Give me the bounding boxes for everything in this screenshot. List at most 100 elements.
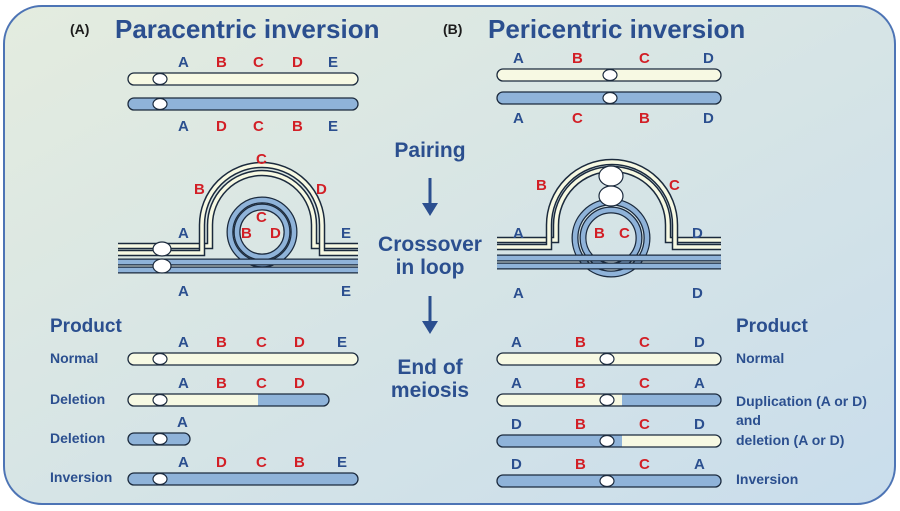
svg-text:Inversion: Inversion bbox=[736, 471, 798, 487]
step-crossover: Crossover bbox=[378, 233, 482, 256]
svg-text:C: C bbox=[253, 54, 264, 71]
panel-a-bottom-chromosome: A D C B E bbox=[127, 97, 359, 135]
step-end-of-meiosis: End of bbox=[397, 356, 463, 379]
svg-text:E: E bbox=[328, 54, 338, 71]
svg-text:B: B bbox=[241, 225, 252, 242]
svg-text:A: A bbox=[178, 225, 189, 242]
panel-a-product-normal: Normal A B C D E bbox=[50, 334, 359, 366]
svg-text:D: D bbox=[703, 50, 714, 67]
svg-text:B: B bbox=[575, 375, 586, 392]
svg-text:E: E bbox=[341, 283, 351, 300]
panel-b-product-heading: Product bbox=[736, 316, 808, 337]
svg-text:deletion (A or D): deletion (A or D) bbox=[736, 432, 844, 448]
svg-text:A: A bbox=[178, 54, 189, 71]
svg-text:B: B bbox=[575, 416, 586, 433]
svg-text:Normal: Normal bbox=[50, 350, 98, 366]
svg-text:B: B bbox=[292, 118, 303, 135]
svg-text:A: A bbox=[513, 110, 524, 127]
svg-text:Normal: Normal bbox=[736, 350, 784, 366]
svg-text:C: C bbox=[669, 177, 680, 194]
svg-text:D: D bbox=[511, 456, 522, 473]
panel-a-product-deletion-2: Deletion A bbox=[50, 414, 191, 446]
svg-text:D: D bbox=[703, 110, 714, 127]
svg-text:D: D bbox=[692, 285, 703, 302]
svg-text:A: A bbox=[513, 225, 524, 242]
svg-text:D: D bbox=[292, 54, 303, 71]
panel-a-inversion-loop: C B D A E C B D A E bbox=[118, 151, 358, 300]
svg-text:E: E bbox=[341, 225, 351, 242]
svg-text:C: C bbox=[256, 375, 267, 392]
svg-text:C: C bbox=[639, 375, 650, 392]
svg-text:D: D bbox=[216, 454, 227, 471]
svg-text:C: C bbox=[572, 110, 583, 127]
panel-a-product-inversion: Inversion A D C B E bbox=[50, 454, 359, 486]
svg-text:B: B bbox=[639, 110, 650, 127]
panel-b-product-duplication-1: A B C A bbox=[496, 375, 722, 407]
svg-text:B: B bbox=[216, 334, 227, 351]
panel-b-product-duplication-2: D B C D bbox=[496, 416, 722, 448]
svg-text:A: A bbox=[178, 334, 189, 351]
svg-text:A: A bbox=[513, 50, 524, 67]
svg-text:C: C bbox=[256, 334, 267, 351]
svg-text:and: and bbox=[736, 412, 761, 428]
svg-text:D: D bbox=[294, 334, 305, 351]
svg-text:A: A bbox=[177, 414, 188, 431]
svg-text:B: B bbox=[194, 181, 205, 198]
svg-text:D: D bbox=[270, 225, 281, 242]
svg-text:B: B bbox=[536, 177, 547, 194]
svg-text:D: D bbox=[694, 416, 705, 433]
svg-text:A: A bbox=[694, 456, 705, 473]
panel-a-product-deletion-1: Deletion A B C D bbox=[50, 375, 330, 407]
svg-text:D: D bbox=[316, 181, 327, 198]
panel-b-inversion-loop: B C A D B C A D bbox=[497, 158, 721, 302]
svg-text:D: D bbox=[692, 225, 703, 242]
svg-text:B: B bbox=[575, 334, 586, 351]
svg-text:C: C bbox=[619, 225, 630, 242]
svg-text:in loop: in loop bbox=[396, 256, 465, 279]
panel-b-product-inversion: D B C A Inversion bbox=[496, 456, 798, 488]
svg-text:B: B bbox=[216, 375, 227, 392]
step-pairing: Pairing bbox=[394, 139, 465, 162]
panel-b-product-normal: A B C D Normal bbox=[496, 334, 784, 366]
panel-a-title: Paracentric inversion bbox=[115, 14, 379, 44]
svg-text:D: D bbox=[511, 416, 522, 433]
svg-text:Duplication (A or D): Duplication (A or D) bbox=[736, 393, 867, 409]
svg-text:C: C bbox=[253, 118, 264, 135]
svg-text:Inversion: Inversion bbox=[50, 469, 112, 485]
svg-text:C: C bbox=[639, 50, 650, 67]
svg-text:D: D bbox=[294, 375, 305, 392]
svg-text:C: C bbox=[256, 151, 267, 168]
svg-text:C: C bbox=[639, 416, 650, 433]
panel-b-duplication-label: Duplication (A or D) and deletion (A or … bbox=[736, 393, 867, 448]
svg-text:C: C bbox=[256, 454, 267, 471]
svg-text:C: C bbox=[256, 209, 267, 226]
svg-text:A: A bbox=[511, 334, 522, 351]
svg-text:B: B bbox=[575, 456, 586, 473]
svg-text:E: E bbox=[337, 454, 347, 471]
svg-text:Deletion: Deletion bbox=[50, 430, 105, 446]
background-panel bbox=[3, 5, 896, 505]
svg-text:E: E bbox=[328, 118, 338, 135]
panel-b-bottom-chromosome: A C B D bbox=[496, 91, 722, 127]
panel-a-tag: (A) bbox=[70, 21, 89, 37]
svg-text:A: A bbox=[178, 118, 189, 135]
svg-text:A: A bbox=[178, 375, 189, 392]
svg-text:A: A bbox=[513, 285, 524, 302]
svg-text:B: B bbox=[572, 50, 583, 67]
svg-text:C: C bbox=[639, 334, 650, 351]
svg-text:E: E bbox=[337, 334, 347, 351]
svg-text:D: D bbox=[694, 334, 705, 351]
svg-text:B: B bbox=[216, 54, 227, 71]
panel-b-top-chromosome: A B C D bbox=[496, 50, 722, 82]
panel-b-tag: (B) bbox=[443, 21, 462, 37]
svg-text:A: A bbox=[178, 283, 189, 300]
svg-text:B: B bbox=[294, 454, 305, 471]
panel-a-product-heading: Product bbox=[50, 316, 122, 337]
svg-text:A: A bbox=[694, 375, 705, 392]
svg-text:C: C bbox=[639, 456, 650, 473]
svg-text:B: B bbox=[594, 225, 605, 242]
svg-text:A: A bbox=[178, 454, 189, 471]
svg-text:Deletion: Deletion bbox=[50, 391, 105, 407]
